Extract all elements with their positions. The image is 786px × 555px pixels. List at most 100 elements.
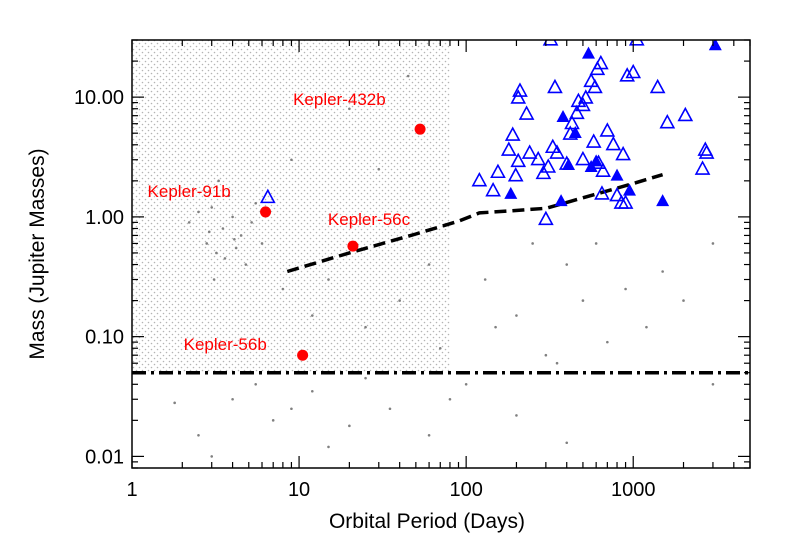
- highlight-planet-point: [297, 349, 309, 361]
- highlight-planet-point: [414, 123, 426, 135]
- open-triangle-point: [540, 158, 557, 173]
- filled-triangle-point: [589, 154, 603, 167]
- filled-triangle-point: [708, 40, 722, 51]
- plot-frame: [131, 39, 751, 469]
- background-point: [483, 278, 487, 281]
- planet-label: Kepler-432b: [293, 90, 386, 109]
- background-point: [327, 278, 330, 281]
- background-point: [515, 314, 518, 317]
- open-triangle-point: [535, 164, 552, 180]
- open-triangle-point: [677, 106, 694, 122]
- background-point: [207, 230, 211, 234]
- background-point: [227, 194, 231, 198]
- open-triangle-point: [609, 186, 625, 202]
- open-triangle-point: [564, 114, 580, 130]
- planet-labels: Kepler-91b Kepler-432bKepler-56cKepler-56…: [148, 90, 411, 354]
- open-triangle-point: [507, 167, 524, 182]
- background-point: [244, 263, 248, 266]
- x-axis-title: Orbital Period (Days): [329, 510, 525, 533]
- x-tick-label: 1000: [611, 479, 656, 501]
- background-point: [290, 158, 293, 162]
- planet-label: Kepler-56c: [328, 210, 411, 229]
- background-point: [531, 242, 534, 245]
- background-point: [205, 242, 209, 245]
- open-triangle-point: [510, 89, 527, 104]
- background-point: [448, 397, 452, 401]
- open-triangle-point: [698, 144, 715, 159]
- open-triangle-point: [510, 152, 527, 168]
- background-point: [260, 242, 264, 245]
- open-triangle-point: [530, 150, 547, 166]
- background-point: [606, 340, 609, 344]
- planet-label: Kepler-91b: [148, 182, 231, 201]
- background-point: [645, 325, 648, 329]
- background-point: [348, 424, 351, 428]
- background-point: [364, 325, 367, 329]
- open-triangle-point: [569, 104, 585, 120]
- filled-triangle-point: [656, 194, 670, 207]
- filled-triangle-point: [622, 183, 636, 196]
- background-point: [661, 270, 664, 273]
- filled-triangle-point: [568, 125, 582, 138]
- background-point: [311, 389, 314, 393]
- background-point: [271, 419, 275, 422]
- open-triangle-point: [575, 150, 591, 166]
- background-point: [311, 314, 314, 317]
- background-point: [427, 263, 431, 266]
- shaded-region: [132, 40, 450, 373]
- filled-triangle-point: [504, 186, 518, 199]
- filled-triangle-point: [610, 168, 624, 181]
- background-point: [231, 397, 234, 401]
- y-tick-label: 0.01: [85, 446, 124, 468]
- background-point: [565, 441, 569, 445]
- highlight-planet-point: [260, 206, 272, 218]
- background-point: [364, 376, 367, 380]
- y-tick-label: 0.10: [85, 327, 124, 349]
- background-point: [210, 206, 214, 209]
- planet-label: Kepler-56b: [184, 335, 267, 354]
- background-point: [187, 221, 191, 224]
- background-point: [594, 242, 598, 245]
- background-point: [281, 287, 285, 291]
- x-tick-label: 1: [126, 479, 137, 501]
- open-triangle-point: [471, 171, 488, 187]
- background-point: [212, 278, 216, 281]
- background-point: [711, 242, 715, 245]
- open-triangle-point: [577, 89, 594, 104]
- open-triangle-point: [617, 194, 634, 209]
- background-point: [464, 382, 468, 386]
- stipple-region: [132, 40, 450, 373]
- filled-triangle-point: [556, 109, 570, 122]
- background-point: [388, 407, 392, 411]
- background-point: [239, 234, 243, 237]
- background-point: [223, 257, 227, 260]
- open-triangle-point: [549, 144, 565, 159]
- filled-triangle-point: [562, 158, 576, 171]
- background-point: [515, 414, 518, 417]
- background-point: [215, 251, 218, 255]
- background-point: [197, 210, 200, 214]
- open-triangle-point: [599, 122, 616, 137]
- background-point: [711, 382, 715, 386]
- background-points: [173, 74, 715, 458]
- filled-triangle-point: [554, 194, 568, 207]
- background-point: [250, 221, 253, 224]
- open-triangle-point: [694, 160, 711, 175]
- open-triangle-point: [625, 63, 642, 79]
- highlight-planet-point: [347, 240, 359, 252]
- background-point: [544, 353, 548, 357]
- background-point: [377, 167, 381, 171]
- background-point: [327, 445, 330, 449]
- background-point: [555, 361, 559, 365]
- open-triangle-point: [592, 54, 609, 70]
- open-triangle-point: [595, 162, 611, 177]
- open-triangle-point: [538, 210, 554, 226]
- background-point: [290, 407, 293, 411]
- open-triangle-point: [619, 67, 636, 82]
- open-triangle-point: [575, 96, 591, 112]
- background-point: [682, 299, 685, 302]
- background-point: [348, 107, 351, 111]
- open-triangle-point: [587, 78, 603, 94]
